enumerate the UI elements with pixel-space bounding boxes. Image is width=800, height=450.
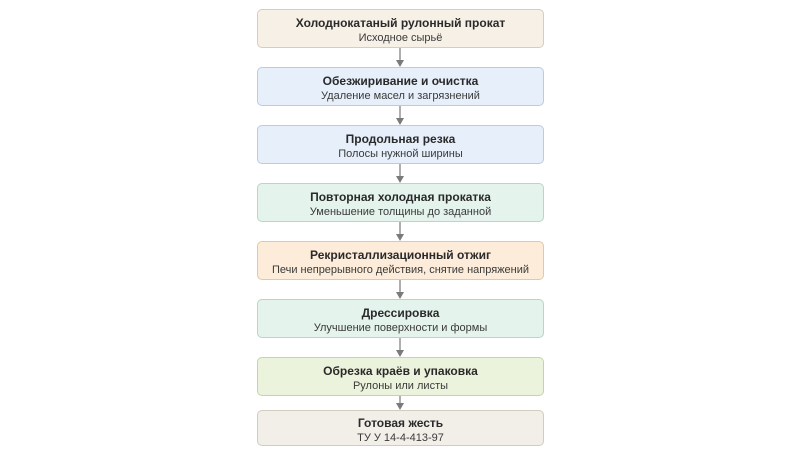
step-title: Дрессировка (361, 306, 440, 320)
process-flowchart: Холоднокатаный рулонный прокат Исходное … (257, 9, 544, 446)
flow-arrow (257, 222, 544, 241)
step-subtitle: Улучшение поверхности и формы (313, 322, 488, 334)
flow-step-finished-tinplate: Готовая жесть ТУ У 14-4-413-97 (257, 410, 544, 446)
step-subtitle: ТУ У 14-4-413-97 (357, 432, 444, 444)
step-title: Продольная резка (345, 132, 456, 146)
flow-arrow (257, 106, 544, 125)
flow-step-slitting: Продольная резка Полосы нужной ширины (257, 125, 544, 164)
step-subtitle: Печи непрерывного действия, снятие напря… (271, 264, 530, 276)
step-title: Рекристаллизационный отжиг (310, 248, 491, 262)
step-title: Обезжиривание и очистка (322, 74, 479, 88)
step-subtitle: Исходное сырьё (358, 32, 443, 44)
flow-step-raw-material: Холоднокатаный рулонный прокат Исходное … (257, 9, 544, 48)
arrow-down-icon (396, 48, 404, 67)
flow-arrow (257, 396, 544, 410)
flow-step-trimming-packing: Обрезка краёв и упаковка Рулоны или лист… (257, 357, 544, 396)
flow-arrow (257, 48, 544, 67)
flow-step-annealing: Рекристаллизационный отжиг Печи непрерыв… (257, 241, 544, 280)
flow-arrow (257, 164, 544, 183)
flow-step-temper-rolling: Дрессировка Улучшение поверхности и форм… (257, 299, 544, 338)
flow-step-cold-rolling: Повторная холодная прокатка Уменьшение т… (257, 183, 544, 222)
flow-arrow (257, 338, 544, 357)
step-title: Холоднокатаный рулонный прокат (295, 16, 506, 30)
step-subtitle: Рулоны или листы (352, 380, 449, 392)
arrow-down-icon (396, 280, 404, 299)
arrow-down-icon (396, 396, 404, 410)
step-title: Обрезка краёв и упаковка (323, 364, 478, 378)
step-title: Повторная холодная прокатка (310, 190, 491, 204)
step-subtitle: Уменьшение толщины до заданной (309, 206, 492, 218)
step-subtitle: Удаление масел и загрязнений (321, 90, 480, 102)
arrow-down-icon (396, 338, 404, 357)
step-title: Готовая жесть (357, 416, 444, 430)
arrow-down-icon (396, 222, 404, 241)
step-subtitle: Полосы нужной ширины (338, 148, 463, 160)
arrow-down-icon (396, 164, 404, 183)
flow-step-degreasing: Обезжиривание и очистка Удаление масел и… (257, 67, 544, 106)
flow-arrow (257, 280, 544, 299)
arrow-down-icon (396, 106, 404, 125)
